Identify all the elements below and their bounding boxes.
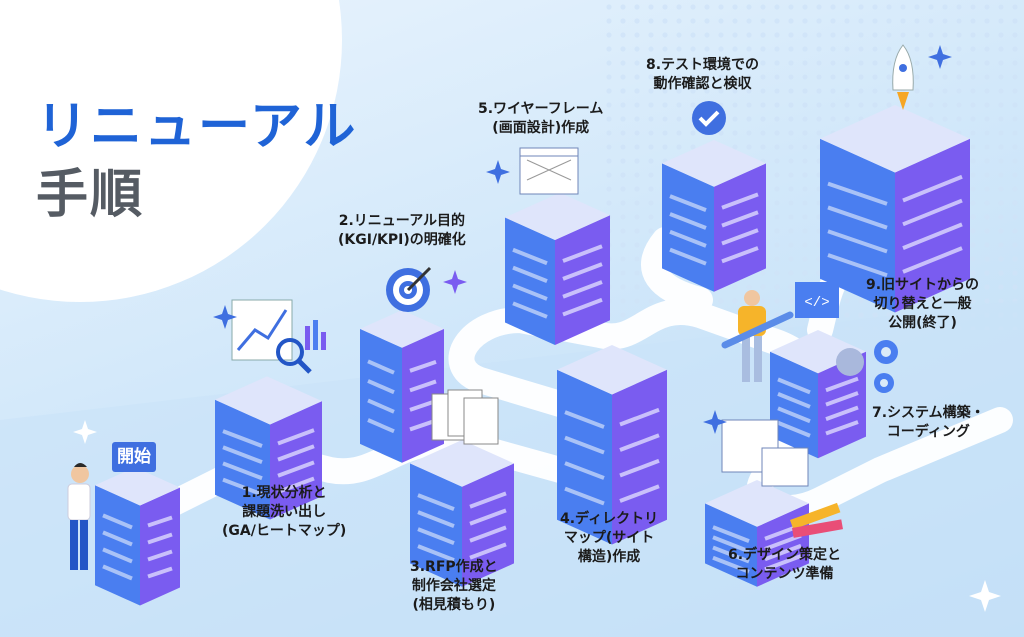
rocket-icon: [892, 44, 914, 110]
code-icon: </>: [795, 282, 839, 318]
step-9-building: [820, 105, 970, 313]
start-building: [95, 467, 180, 606]
title-circle: [0, 0, 342, 302]
checkmark-icon: [692, 101, 726, 135]
step-6-label: 6.デザイン策定と コンテンツ準備: [728, 547, 842, 582]
engineer-icon: [721, 290, 794, 382]
person-icon: [67, 463, 91, 570]
wireframe-icon: [519, 147, 579, 195]
step-3-label: 3.RFP作成と 制作会社選定 (相見積もり): [410, 559, 498, 613]
step-7-building: [770, 330, 866, 459]
documents-icon: [431, 389, 499, 445]
step-2-label: 2.リニューアル目的 (KGI/KPI)の明確化: [338, 213, 466, 248]
step-9-label: 9.旧サイトからの 切り替えと一般 公開(終了): [866, 277, 980, 331]
step-5-building: [505, 192, 610, 345]
start-sign: 開始: [112, 442, 156, 472]
step-1-label: 1.現状分析と 課題洗い出し (GA/ヒートマップ): [222, 485, 347, 539]
step-6-building: [705, 480, 809, 587]
step-4-building: [557, 345, 667, 545]
sparkle-icons: [73, 45, 1001, 612]
svg-text:</>: </>: [804, 295, 829, 311]
design-screens-icon: [721, 419, 843, 538]
step-1-building: [215, 376, 322, 520]
step-2-building: [360, 310, 444, 463]
step-5-label: 5.ワイヤーフレーム (画面設計)作成: [478, 101, 604, 136]
gears-icon: [836, 340, 898, 393]
step-8-label: 8.テスト環境での 動作確認と検収: [646, 57, 760, 92]
title-line-1: リニューアル: [36, 97, 358, 157]
chart-icon: [231, 299, 326, 374]
step-4-label: 4.ディレクトリ マップ(サイト 構造)作成: [560, 511, 659, 565]
title-line-2: 手順: [36, 165, 145, 225]
target-icon: [386, 266, 432, 312]
step-7-label: 7.システム構築・ コーディング: [872, 405, 985, 440]
step-3-building: [410, 440, 514, 587]
step-8-building: [662, 140, 766, 292]
